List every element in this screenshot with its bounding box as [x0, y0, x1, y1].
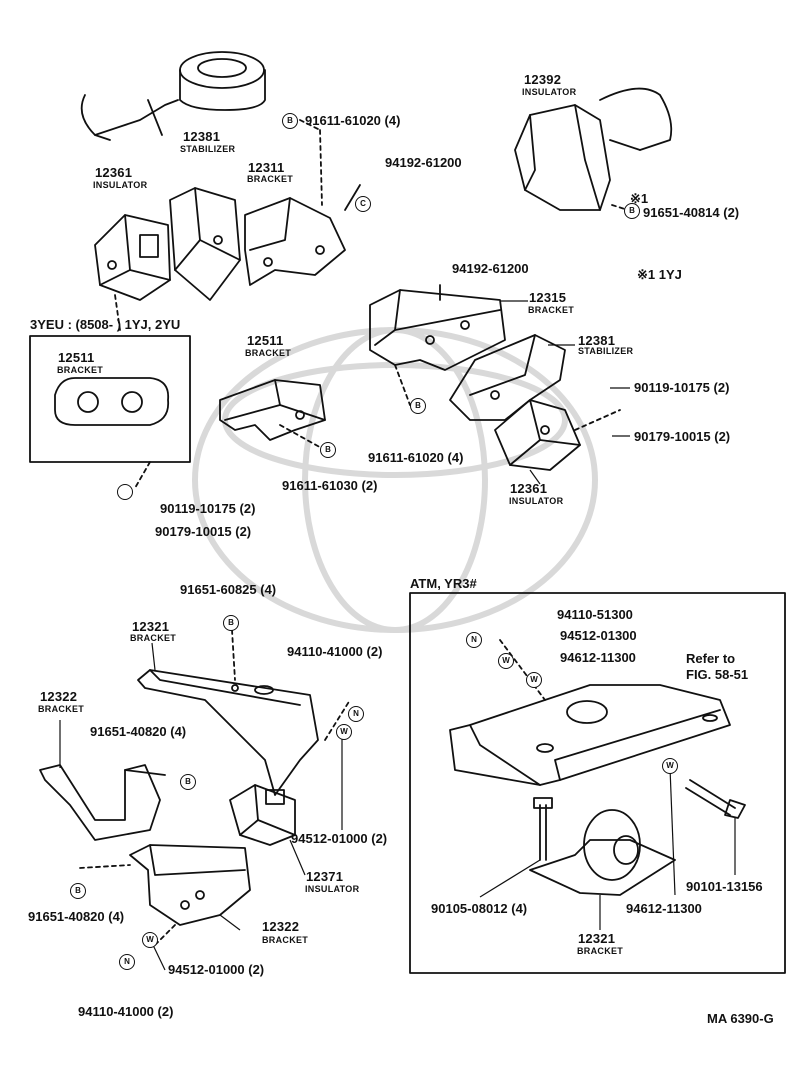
part-name-bracket: BRACKET: [577, 946, 624, 956]
stabilizer-12381-top: [169, 187, 241, 301]
part-number-12361-top: 12361: [95, 165, 133, 180]
nut-symbol-n: N: [348, 706, 364, 722]
part-code: 90119-10175 (2): [160, 501, 256, 516]
part-code: 94110-41000 (2): [78, 1004, 174, 1019]
insulator-atm: [529, 809, 676, 896]
part-code: 91651-60825 (4): [180, 582, 277, 597]
engine-note-1yj: ※1 1YJ: [637, 267, 682, 282]
leader-lines: [59, 300, 736, 971]
bolt-symbol-b: B: [180, 774, 196, 790]
part-code: 91611-61030 (2): [282, 478, 378, 493]
bolt-symbol-b: B: [410, 398, 426, 414]
washer-symbol-w: W: [526, 672, 542, 688]
insulator-12361-top: [94, 214, 171, 331]
part-name-insulator: INSULATOR: [522, 87, 577, 97]
part-name-insulator: INSULATOR: [509, 496, 564, 506]
part-number-12321-left: 12321: [132, 619, 170, 634]
refer-to-label: Refer to: [686, 651, 736, 666]
part-number-12321-atm: 12321: [578, 931, 616, 946]
bolt-symbol-b: B: [223, 615, 239, 631]
part-code: 94192-61200: [452, 261, 529, 276]
part-name-insulator: INSULATOR: [93, 180, 148, 190]
part-number-12361-middle: 12361: [510, 481, 548, 496]
part-number-12511-box: 12511: [58, 350, 95, 365]
part-number-12311: 12311: [248, 160, 285, 175]
part-name-bracket: BRACKET: [38, 704, 85, 714]
engine-outline-top-left: [80, 51, 266, 141]
part-code: 90119-10175 (2): [634, 380, 730, 395]
nut-symbol: [117, 484, 133, 500]
part-number-12371: 12371: [306, 869, 344, 884]
part-code: 94512-01000 (2): [291, 831, 388, 846]
refer-to-figure[interactable]: FIG. 58-51: [686, 667, 749, 682]
washer-symbol-w: W: [142, 932, 158, 948]
part-number-12392: 12392: [524, 72, 562, 87]
part-code: 94192-61200: [385, 155, 462, 170]
bolt-symbol-b: B: [70, 883, 86, 899]
part-code: 94110-41000 (2): [287, 644, 383, 659]
part-number-12322-lower: 12322: [262, 919, 300, 934]
washer-symbol-w: W: [498, 653, 514, 669]
part-name-bracket: BRACKET: [247, 174, 294, 184]
atm-box: [409, 592, 786, 974]
part-code: 90105-08012 (4): [431, 901, 528, 916]
atm-box-title: ATM, YR3#: [410, 576, 477, 591]
part-code: 94612-11300: [626, 901, 702, 916]
bracket-12321-left: [137, 629, 319, 796]
part-name-stabilizer: STABILIZER: [578, 346, 634, 356]
part-name-bracket: BRACKET: [262, 935, 309, 945]
part-code: 91611-61020 (4): [305, 113, 401, 128]
part-code: 90179-10015 (2): [155, 524, 252, 539]
insulator-12361-middle: [394, 364, 621, 471]
part-number-12381-top: 12381: [183, 129, 221, 144]
part-code: 91651-40820 (4): [90, 724, 187, 739]
nut-symbol-n: N: [119, 954, 135, 970]
part-name-bracket: BRACKET: [528, 305, 575, 315]
figure-code: MA 6390-G: [707, 1011, 774, 1026]
part-code: 91651-40820 (4): [28, 909, 125, 924]
bolt-symbol-b: B: [282, 113, 298, 129]
bracket-12311: [244, 197, 346, 286]
part-number-12315: 12315: [529, 290, 567, 305]
bracket-12322-left: [39, 764, 166, 841]
part-number-12511-middle: 12511: [247, 333, 284, 348]
bolt-90105: [533, 797, 553, 861]
part-code: 94612-11300: [560, 650, 636, 665]
part-name-bracket: BRACKET: [130, 633, 177, 643]
bracket-12511-middle: [134, 379, 326, 489]
part-number-12381-middle: 12381: [578, 333, 616, 348]
bolt-90101: [685, 779, 746, 819]
nut-symbol-n: N: [466, 632, 482, 648]
insulator-12392: [514, 87, 673, 211]
variant-box-3yeu: [29, 335, 191, 463]
bolt-symbol-b: B: [624, 203, 640, 219]
bracket-12315: [369, 284, 506, 371]
part-name-insulator: INSULATOR: [305, 884, 360, 894]
washer-symbol-w: W: [336, 724, 352, 740]
part-code: 94110-51300: [557, 607, 633, 622]
part-code: 94512-01000 (2): [168, 962, 265, 977]
part-code: 91611-61020 (4): [368, 450, 464, 465]
part-name-stabilizer: STABILIZER: [180, 144, 236, 154]
washer-symbol-w: W: [662, 758, 678, 774]
part-name-bracket: BRACKET: [245, 348, 292, 358]
nut-symbol-c: C: [355, 196, 371, 212]
part-code: 90101-13156: [686, 879, 763, 894]
part-code: 90179-10015 (2): [634, 429, 731, 444]
part-code: 94512-01300: [560, 628, 637, 643]
bracket-atm-upper: [449, 684, 731, 786]
part-number-12322-left: 12322: [40, 689, 78, 704]
star-note: ※1: [630, 191, 649, 206]
part-code: 91651-40814 (2): [643, 205, 740, 220]
part-name-bracket: BRACKET: [57, 365, 104, 375]
insulator-12371: [229, 784, 296, 846]
variant-box-title: 3YEU : (8508- ) 1YJ, 2YU: [30, 317, 181, 332]
bolt-symbol-b: B: [320, 442, 336, 458]
